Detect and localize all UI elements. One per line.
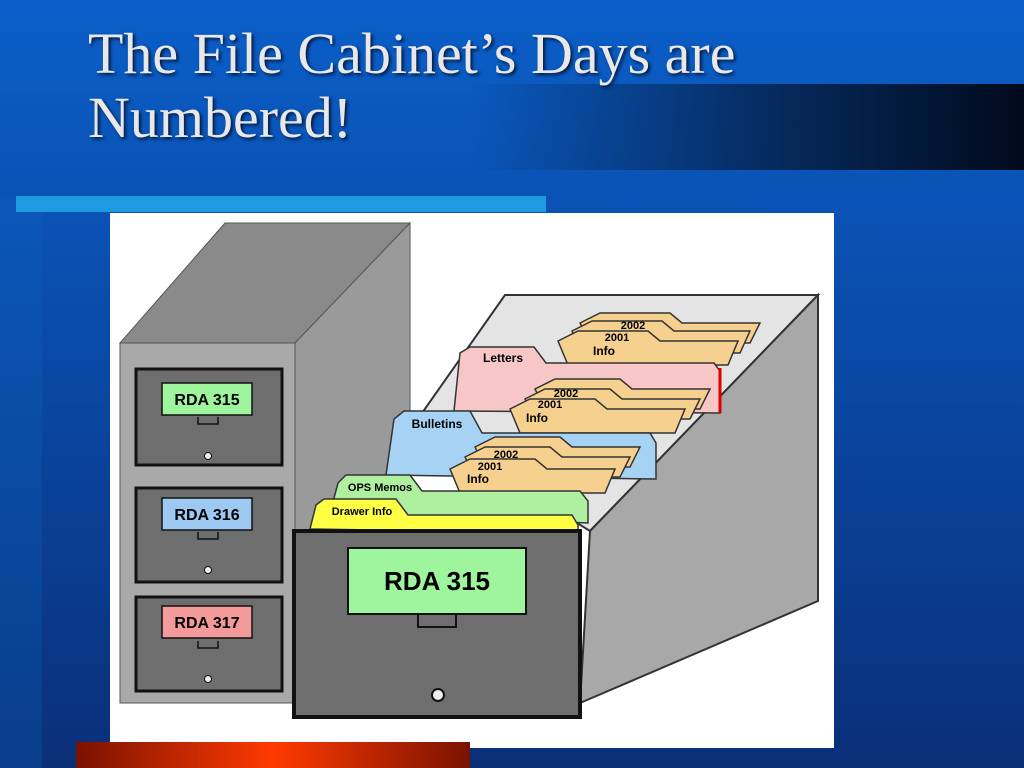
cabinet-drawer-2: RDA 316	[134, 486, 284, 584]
open-drawer: 2002 2001 Info Letters 2002 2001 Info Bu…	[292, 292, 821, 719]
front-subtab-1: 2002	[494, 449, 518, 461]
left-accent-strip	[0, 196, 42, 768]
front-subtab-3: Info	[467, 472, 489, 486]
drawer-1-label: RDA 315	[174, 392, 239, 409]
slide-title: The File Cabinet’s Days are Numbered!	[88, 21, 736, 150]
open-drawer-label: RDA 315	[384, 566, 490, 596]
folder-tab-drawer-info: Drawer Info	[332, 506, 393, 518]
cabinet-drawer-3: RDA 317	[134, 595, 284, 693]
folder-tab-bulletins: Bulletins	[412, 417, 463, 431]
folder-group-front: 2002 2001 Info OPS Memos Drawer Info	[309, 436, 642, 534]
bottom-accent-bar	[76, 742, 470, 768]
file-cabinet-illustration: RDA 315 RDA 316 RDA 317	[110, 213, 834, 748]
file-cabinet-drawing: RDA 315 RDA 316 RDA 317	[118, 221, 821, 719]
letters-subtab-2: 2001	[605, 332, 629, 344]
bulletins-subtab-3: Info	[526, 411, 548, 425]
folder-tab-letters: Letters	[483, 351, 523, 365]
folder-tab-ops-memos: OPS Memos	[348, 482, 412, 494]
bulletins-subtab-2: 2001	[538, 399, 562, 411]
cabinet-drawer-1: RDA 315	[134, 367, 284, 467]
open-drawer-front: RDA 315	[292, 529, 582, 719]
title-shade-band	[470, 84, 1024, 170]
letters-subtab-3: Info	[593, 344, 615, 358]
letters-subtab-1: 2002	[621, 320, 645, 332]
drawer-2-label: RDA 316	[174, 507, 239, 524]
title-underline-bar	[16, 196, 546, 212]
drawer-3-label: RDA 317	[174, 615, 239, 632]
bulletins-subtab-1: 2002	[554, 388, 578, 400]
front-subtab-2: 2001	[478, 461, 502, 473]
